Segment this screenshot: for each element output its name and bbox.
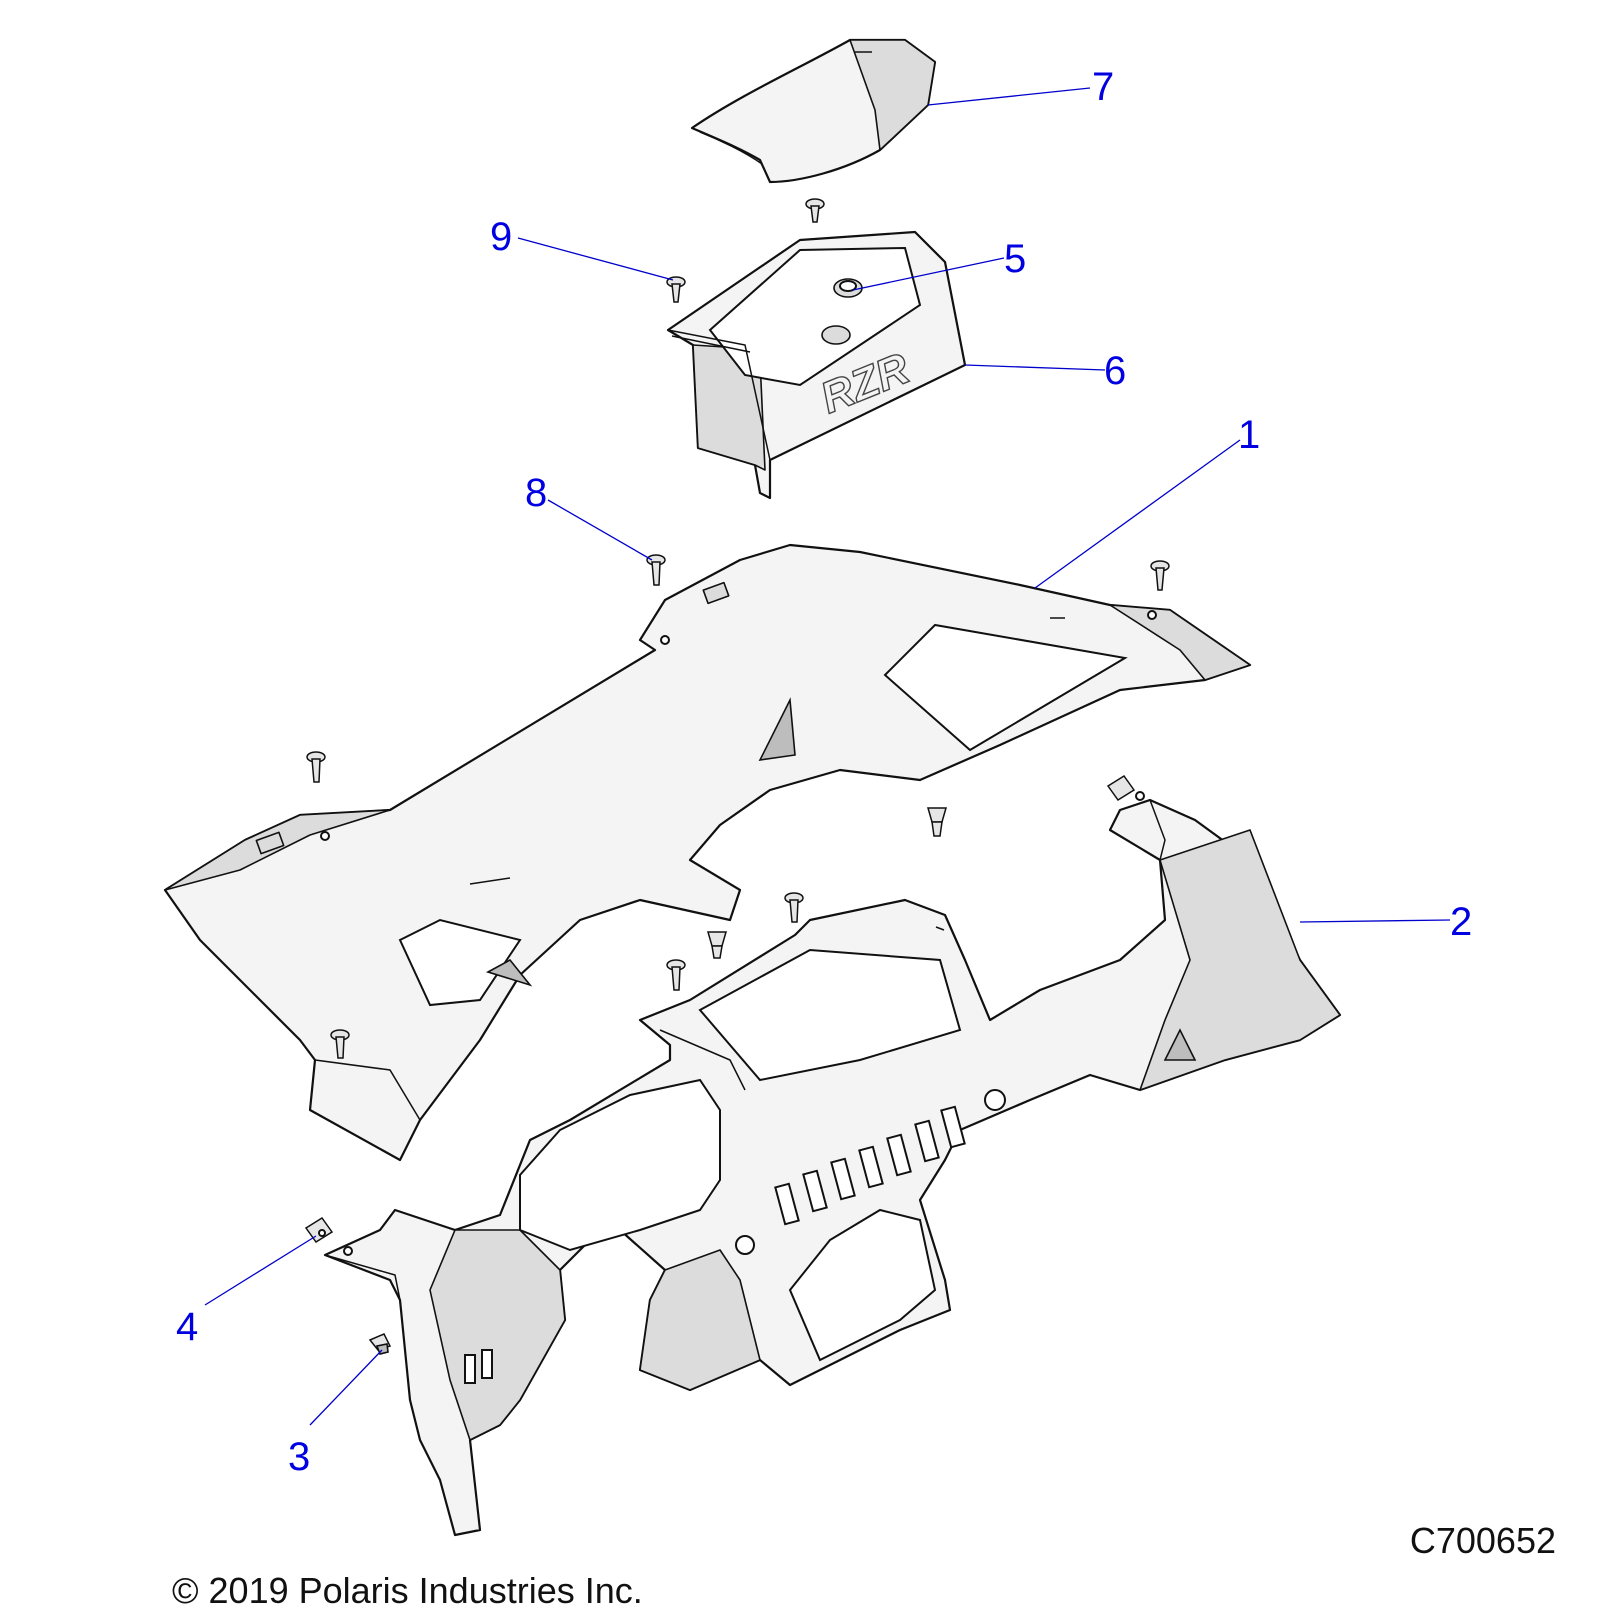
callouts: 1 2 3 4 5 6 7 8 9: [176, 65, 1472, 1479]
leader-line-8: [547, 499, 653, 561]
leader-line-7: [927, 87, 1091, 106]
bin-screw: [666, 276, 686, 303]
callout-6: 6: [1104, 349, 1126, 393]
callout-8: 8: [525, 471, 547, 515]
push-rivet-left: [707, 931, 727, 959]
callout-1: 1: [1238, 413, 1260, 457]
vent-slots: [774, 1105, 966, 1226]
leader-line-1: [1034, 439, 1241, 589]
leader-lines: [204, 87, 1451, 1426]
storage-bin: RZR: [666, 230, 967, 500]
lower-dash-screw-top: [784, 892, 804, 923]
leader-line-6: [964, 364, 1106, 371]
speed-nut: [304, 1216, 334, 1244]
callout-2: 2: [1450, 900, 1472, 944]
callout-4: 4: [176, 1305, 198, 1349]
lid-screw: [805, 198, 825, 223]
callout-7: 7: [1092, 65, 1114, 109]
callout-5: 5: [1004, 237, 1026, 281]
leader-line-9: [517, 237, 674, 281]
callout-3: 3: [288, 1435, 310, 1479]
push-clip: [368, 1333, 392, 1355]
lower-dash-screw-mid: [666, 959, 686, 991]
upper-panel-screw-right: [1150, 560, 1170, 591]
storage-lid: [690, 38, 937, 184]
leader-line-4: [204, 1235, 317, 1306]
panel-screw: [646, 554, 666, 586]
leader-line-5: [852, 257, 1005, 291]
lower-dash-panel: [323, 791, 1342, 1537]
upper-panel-screw-left: [306, 751, 326, 783]
upper-panel-screw-low: [330, 1029, 350, 1059]
drawing-code: C700652: [1409, 1520, 1556, 1561]
callout-9: 9: [490, 215, 512, 259]
upper-dash-panel: [163, 543, 1252, 1162]
leader-line-3: [309, 1349, 383, 1426]
clip-right: [1106, 774, 1136, 802]
leader-line-2: [1299, 919, 1451, 923]
push-rivet-center: [927, 807, 947, 837]
copyright-notice: © 2019 Polaris Industries Inc.: [172, 1570, 643, 1611]
